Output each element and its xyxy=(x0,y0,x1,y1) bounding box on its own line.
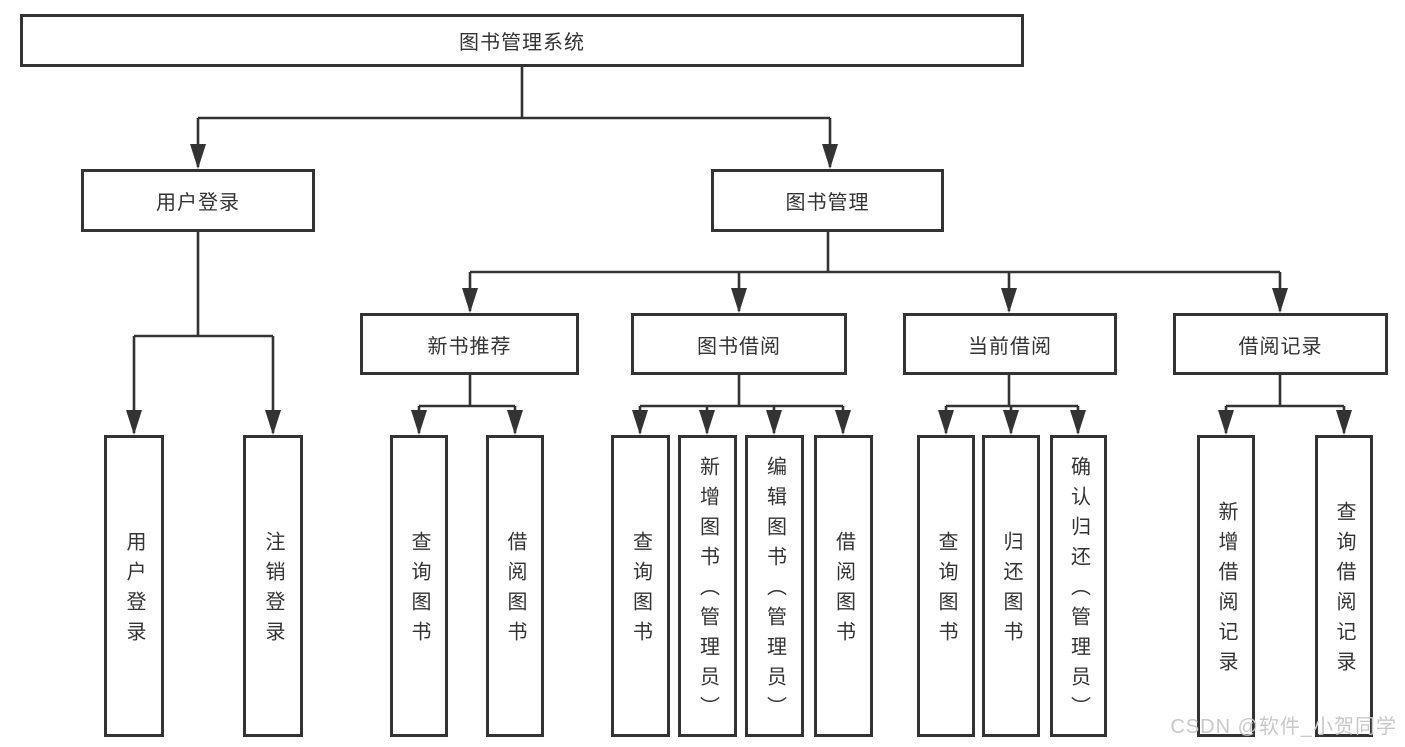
leaf-user-login: 用户登录 xyxy=(104,435,164,737)
leaf-current-confirm-return-admin: 确认归还（管理员） xyxy=(1050,435,1107,737)
arrow-down-icon xyxy=(126,410,142,435)
arrow-down-icon xyxy=(1272,288,1288,313)
leaf-current-confirm-return-admin-label: 确认归还（管理员） xyxy=(1067,456,1090,726)
arrow-down-icon xyxy=(507,410,523,435)
arrow-down-icon xyxy=(766,410,782,435)
arrow-down-icon xyxy=(835,410,851,435)
node-root-label: 图书管理系统 xyxy=(459,32,585,54)
node-current-borrow: 当前借阅 xyxy=(903,313,1117,375)
arrow-down-icon xyxy=(1218,410,1234,435)
node-borrow-record-label: 借阅记录 xyxy=(1238,335,1323,358)
leaf-record-add: 新增借阅记录 xyxy=(1197,435,1255,737)
leaf-current-query-book-label: 查询图书 xyxy=(935,531,957,651)
node-book-borrow-label: 图书借阅 xyxy=(697,335,781,358)
leaf-newbook-query-book-label: 查询图书 xyxy=(408,531,430,651)
leaf-current-query-book: 查询图书 xyxy=(917,435,975,737)
leaf-borrow-add-book-admin-label: 新增图书（管理员） xyxy=(696,456,719,726)
leaf-newbook-borrow-book: 借阅图书 xyxy=(486,435,544,737)
leaf-borrow-query-book: 查询图书 xyxy=(611,435,670,737)
node-user-login-group: 用户登录 xyxy=(81,169,315,232)
node-book-borrow: 图书借阅 xyxy=(631,313,847,375)
leaf-record-add-label: 新增借阅记录 xyxy=(1215,501,1237,681)
arrow-down-icon xyxy=(731,288,747,313)
leaf-record-query: 查询借阅记录 xyxy=(1315,435,1373,737)
node-current-borrow-label: 当前借阅 xyxy=(968,335,1052,358)
leaf-newbook-borrow-book-label: 借阅图书 xyxy=(504,531,526,651)
leaf-borrow-borrow-book-label: 借阅图书 xyxy=(832,531,855,651)
leaf-record-query-label: 查询借阅记录 xyxy=(1333,501,1355,681)
arrow-down-icon xyxy=(1070,410,1086,435)
arrow-down-icon xyxy=(1336,410,1352,435)
arrowhead-icons xyxy=(126,144,1352,435)
arrow-down-icon xyxy=(938,410,954,435)
arrow-down-icon xyxy=(1001,288,1017,313)
leaf-borrow-query-book-label: 查询图书 xyxy=(629,531,652,651)
leaf-borrow-edit-book-admin: 编辑图书（管理员） xyxy=(745,435,804,737)
arrow-down-icon xyxy=(632,410,648,435)
node-root: 图书管理系统 xyxy=(20,14,1024,67)
arrow-down-icon xyxy=(699,410,715,435)
node-new-book-recommend-label: 新书推荐 xyxy=(427,335,512,358)
leaf-newbook-query-book: 查询图书 xyxy=(390,435,448,737)
leaf-logout-label: 注销登录 xyxy=(262,531,284,651)
leaf-user-login-label: 用户登录 xyxy=(123,531,145,651)
node-new-book-recommend: 新书推荐 xyxy=(360,313,579,375)
node-book-management-label: 图书管理 xyxy=(785,192,870,214)
arrow-down-icon xyxy=(462,288,478,313)
leaf-borrow-edit-book-admin-label: 编辑图书（管理员） xyxy=(763,456,786,726)
leaf-current-return-book: 归还图书 xyxy=(982,435,1040,737)
node-borrow-record: 借阅记录 xyxy=(1173,313,1388,375)
leaf-current-return-book-label: 归还图书 xyxy=(1000,531,1022,651)
leaf-borrow-add-book-admin: 新增图书（管理员） xyxy=(678,435,737,737)
arrow-down-icon xyxy=(822,144,838,169)
node-user-login-group-label: 用户登录 xyxy=(156,192,240,214)
leaf-borrow-borrow-book: 借阅图书 xyxy=(814,435,873,737)
arrow-down-icon xyxy=(411,410,427,435)
arrow-down-icon xyxy=(265,410,281,435)
leaf-logout: 注销登录 xyxy=(243,435,303,737)
node-book-management: 图书管理 xyxy=(711,169,944,232)
arrow-down-icon xyxy=(1003,410,1019,435)
arrow-down-icon xyxy=(190,144,206,169)
